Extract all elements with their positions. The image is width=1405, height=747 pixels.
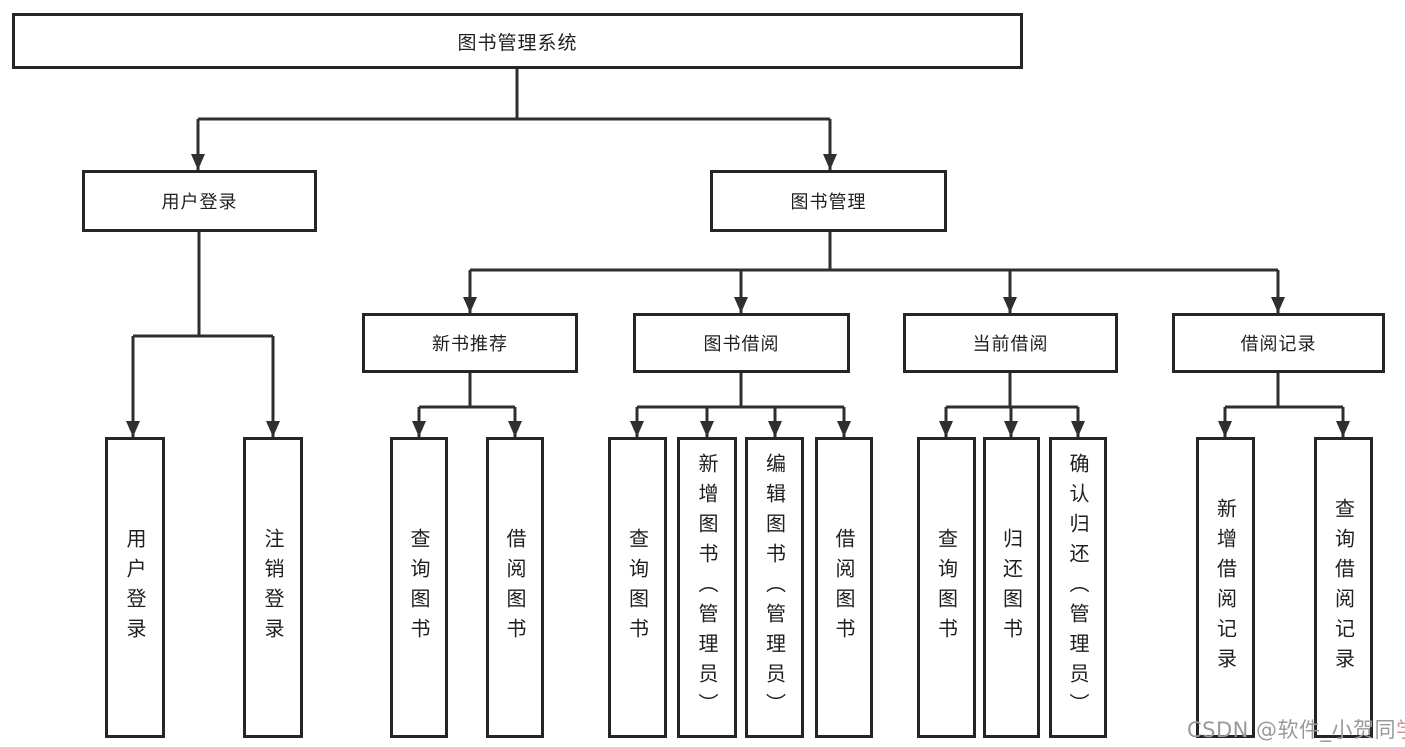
leaf-query-books-current-label: 查询图书 xyxy=(934,527,959,648)
trunk-user-login xyxy=(133,232,273,338)
leaf-borrow-books: 借阅图书 xyxy=(815,437,873,738)
node-new-book-recommend-label: 新书推荐 xyxy=(432,334,508,355)
leaf-add-borrow-record-label: 新增借阅记录 xyxy=(1213,497,1238,678)
leaf-query-books-borrow-label: 查询图书 xyxy=(625,527,650,648)
node-book-borrow-label: 图书借阅 xyxy=(703,334,780,355)
leaf-query-books-current: 查询图书 xyxy=(917,437,976,738)
leaf-borrow-books-recommend: 借阅图书 xyxy=(486,437,544,738)
node-book-management-label: 图书管理 xyxy=(790,192,867,213)
leaf-add-borrow-record: 新增借阅记录 xyxy=(1196,437,1255,738)
leaf-edit-books-admin: 编辑图书（管理员） xyxy=(745,437,804,738)
trunk-new-book xyxy=(419,373,515,409)
leaf-query-books-recommend: 查询图书 xyxy=(390,437,448,738)
connector-lines xyxy=(133,69,1343,409)
leaf-borrow-books-recommend-label: 借阅图书 xyxy=(503,527,527,648)
trunk-borrow-record xyxy=(1225,373,1343,409)
node-current-borrow-label: 当前借阅 xyxy=(972,334,1049,355)
leaf-add-books-admin-label: 新增图书（管理员） xyxy=(695,452,719,723)
node-book-management: 图书管理 xyxy=(710,170,947,232)
csdn-watermark: CSDN @软件_小贺同学 xyxy=(1187,714,1405,744)
leaf-query-books-borrow: 查询图书 xyxy=(608,437,667,738)
node-borrow-record: 借阅记录 xyxy=(1172,313,1385,373)
leaf-return-books: 归还图书 xyxy=(983,437,1040,738)
leaf-logout: 注销登录 xyxy=(243,437,303,738)
node-user-login: 用户登录 xyxy=(82,170,317,232)
leaf-user-login: 用户登录 xyxy=(105,437,165,738)
trunk-book-borrow xyxy=(637,373,844,409)
csdn-watermark-text: CSDN @软件_小贺同 xyxy=(1187,718,1397,742)
node-user-login-label: 用户登录 xyxy=(161,192,238,213)
trunk-root xyxy=(198,69,830,121)
leaf-query-borrow-record: 查询借阅记录 xyxy=(1314,437,1373,738)
leaf-confirm-return-admin-label: 确认归还（管理员） xyxy=(1066,452,1090,723)
csdn-watermark-accent: 学 xyxy=(1396,718,1405,742)
leaf-logout-label: 注销登录 xyxy=(261,527,285,648)
node-current-borrow: 当前借阅 xyxy=(903,313,1118,373)
leaf-borrow-books-label: 借阅图书 xyxy=(832,527,856,648)
leaf-edit-books-admin-label: 编辑图书（管理员） xyxy=(762,452,787,723)
leaf-user-login-label: 用户登录 xyxy=(123,527,147,648)
node-borrow-record-label: 借阅记录 xyxy=(1240,334,1317,355)
node-book-management-system: 图书管理系统 xyxy=(12,13,1023,69)
trunk-current-borrow xyxy=(946,373,1078,409)
arrow-lines xyxy=(126,119,1350,437)
trunk-book-mgmt xyxy=(470,232,1278,272)
node-book-management-system-label: 图书管理系统 xyxy=(457,31,578,54)
leaf-query-borrow-record-label: 查询借阅记录 xyxy=(1331,497,1356,678)
leaf-return-books-label: 归还图书 xyxy=(999,527,1024,648)
node-book-borrow: 图书借阅 xyxy=(633,313,850,373)
node-new-book-recommend: 新书推荐 xyxy=(362,313,578,373)
leaf-query-books-recommend-label: 查询图书 xyxy=(407,527,431,648)
leaf-confirm-return-admin: 确认归还（管理员） xyxy=(1049,437,1107,738)
leaf-add-books-admin: 新增图书（管理员） xyxy=(677,437,737,738)
